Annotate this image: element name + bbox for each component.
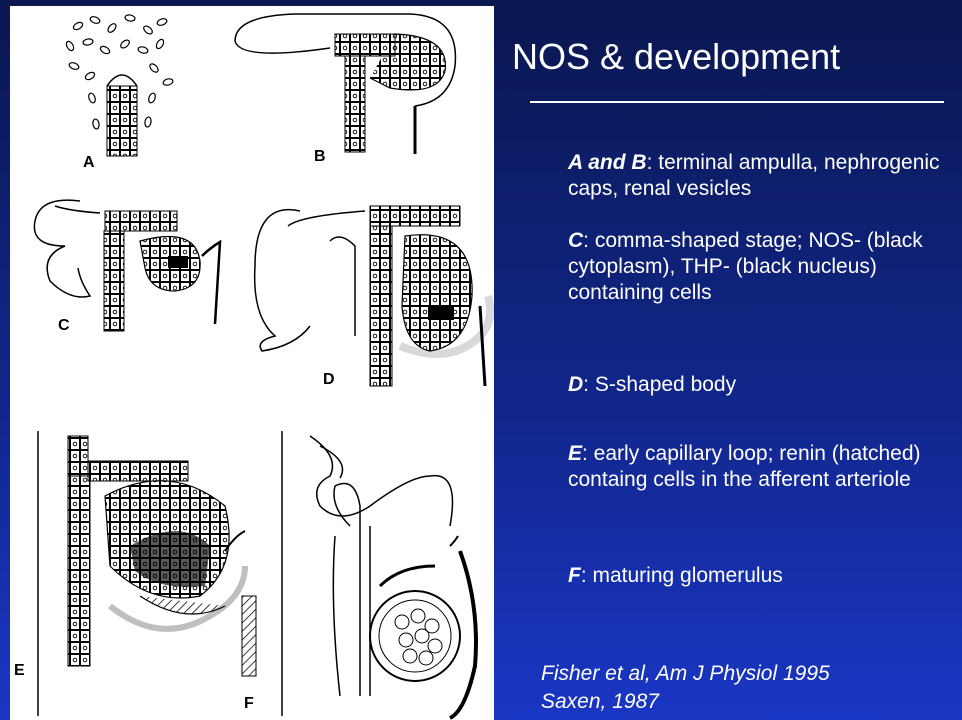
panel-label-c: C [58,317,70,335]
panel-a-drawing [65,14,174,156]
reference-fisher: Fisher et al, Am J Physiol 1995 [541,662,830,686]
panel-label-a: A [83,154,95,172]
panel-label-d: D [323,371,335,389]
description-ab-label: A and B [568,151,647,174]
panel-d-drawing [255,206,491,386]
panel-label-f: F [244,695,254,713]
panel-e-drawing [38,431,256,716]
description-f-label: F [568,564,581,587]
description-c-text: : comma-shaped stage; NOS- (black cytopl… [568,229,923,304]
description-f: F: maturing glomerulus [568,563,958,589]
figure-drawing [10,6,494,720]
description-d: D: S-shaped body [568,372,958,398]
slide-title: NOS & development [512,36,840,78]
description-c-label: C [568,229,583,252]
description-e: E: early capillary loop; renin (hatched)… [568,441,958,493]
panel-label-e: E [14,662,25,680]
panel-b-drawing [235,14,455,154]
panel-label-b: B [314,148,326,166]
description-e-text: : early capillary loop; renin (hatched) … [568,442,921,491]
reference-saxen: Saxen, 1987 [541,690,659,714]
description-f-text: : maturing glomerulus [581,564,783,587]
description-c: C: comma-shaped stage; NOS- (black cytop… [568,228,958,306]
title-divider [530,101,944,103]
description-d-label: D [568,373,583,396]
panel-c-drawing [34,200,220,331]
panel-f-drawing [282,431,476,718]
description-e-label: E [568,442,582,465]
description-d-text: : S-shaped body [583,373,736,396]
nephron-development-figure: A B C D E F [10,6,494,720]
description-ab: A and B: terminal ampulla, nephrogenic c… [568,150,958,202]
